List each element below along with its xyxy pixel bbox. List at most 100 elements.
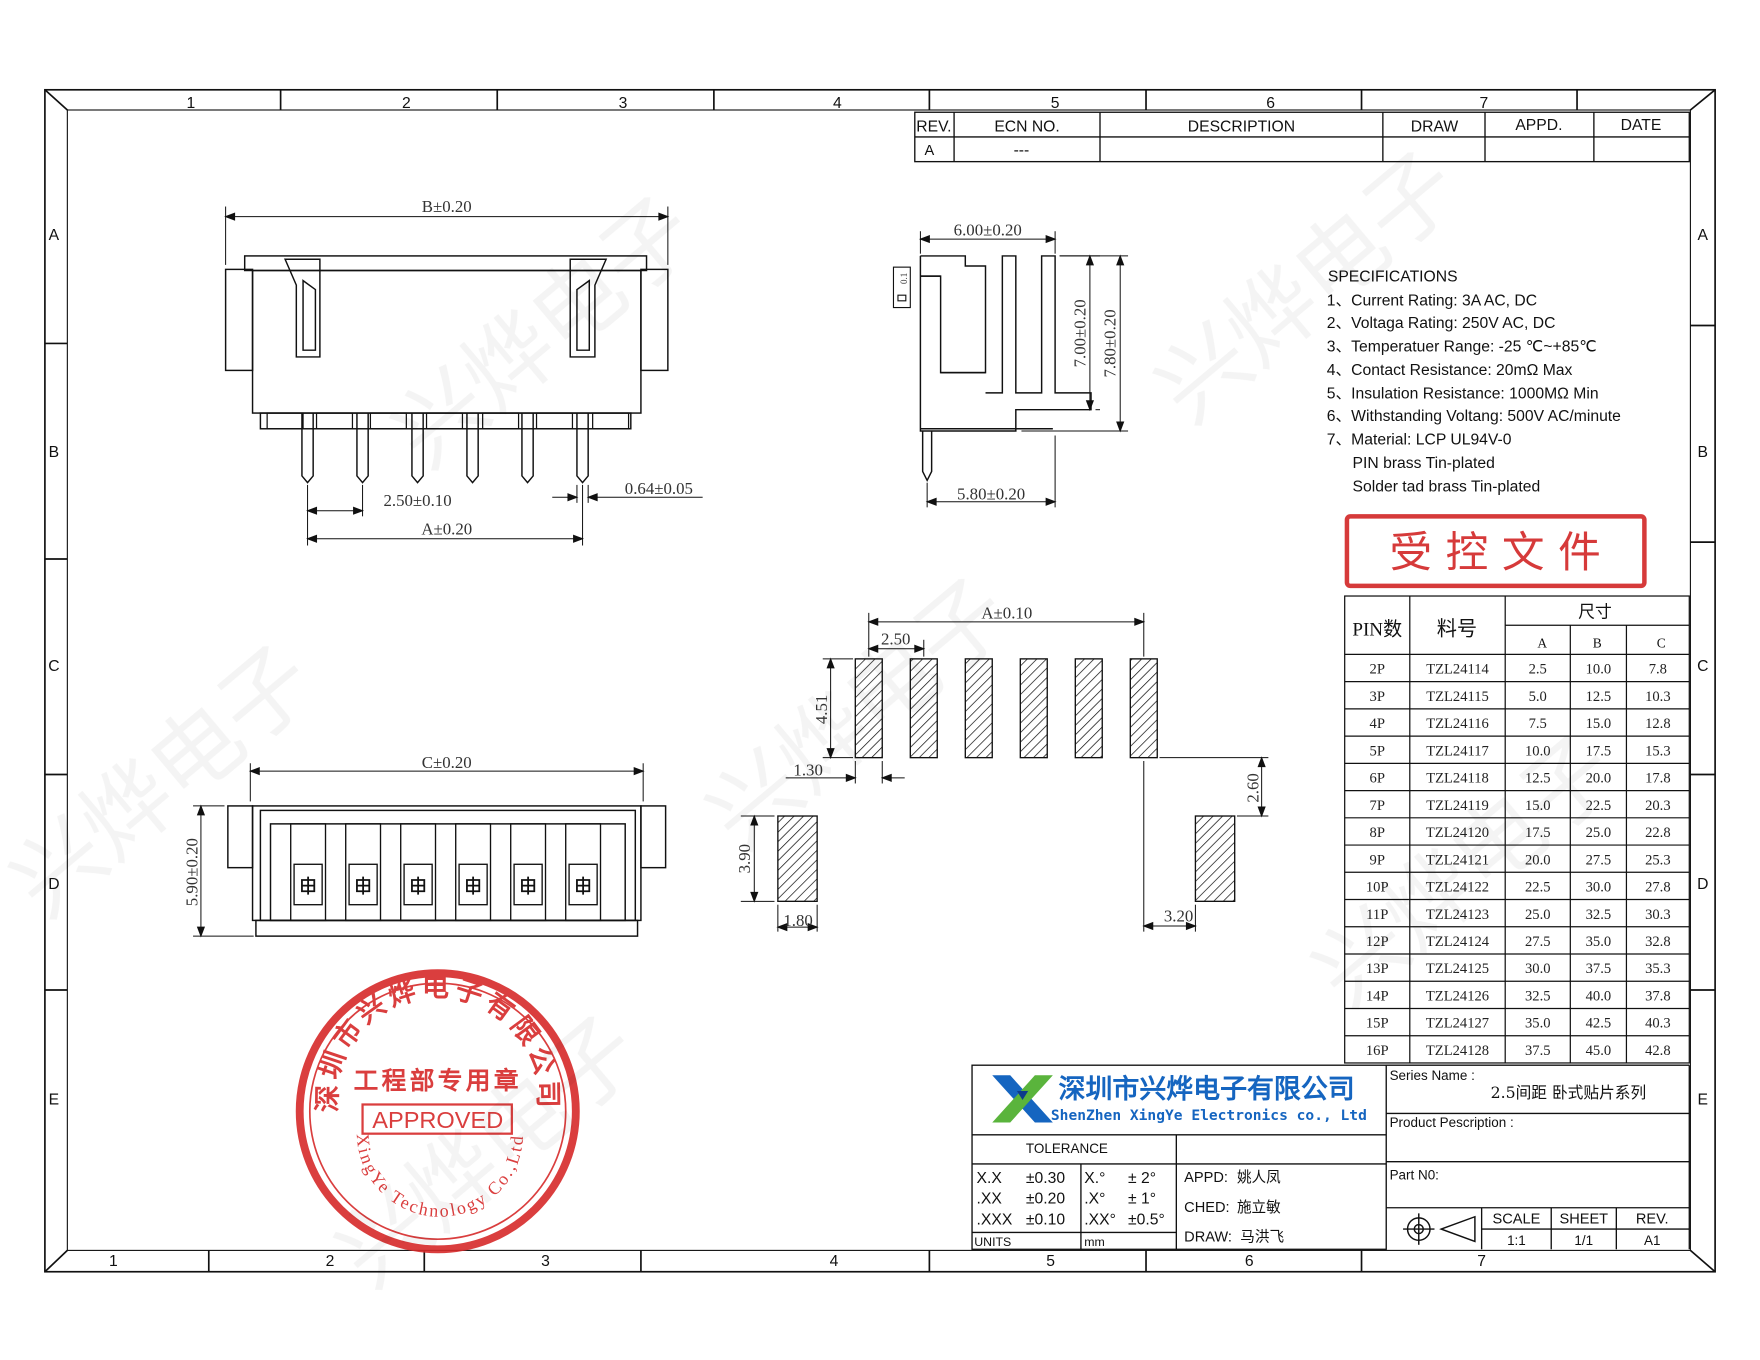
table-cell-size: 20.0 <box>1525 852 1551 868</box>
table-cell-part: TZL24121 <box>1426 852 1489 868</box>
table-cell-part: TZL24124 <box>1426 934 1490 950</box>
dim-pad-a: A±0.10 <box>981 603 1032 622</box>
controlled-document-stamp: 受 控 文 件 <box>1344 514 1647 589</box>
top-view <box>227 805 667 937</box>
row-label-left: E <box>49 1091 59 1108</box>
table-cell-pin: 14P <box>1366 988 1389 1004</box>
seal-dept: 工程部专用章 <box>354 1066 522 1095</box>
dim-side-note: 0.1 <box>899 273 909 284</box>
appd-label: APPD: <box>1184 1170 1228 1186</box>
table-cell-pin: 3P <box>1370 689 1385 705</box>
table-cell-size: 10.0 <box>1525 743 1551 759</box>
drawing-frame <box>44 88 1716 1273</box>
table-cell-pin: 9P <box>1370 852 1385 868</box>
col-label-bottom: 2 <box>326 1253 335 1270</box>
dim-pin-width: 0.64±0.05 <box>625 479 693 498</box>
table-cell-size: 7.5 <box>1529 716 1547 732</box>
table-cell-size: 35.0 <box>1525 1016 1551 1032</box>
col-label-bottom: 4 <box>830 1253 839 1270</box>
dim-pad-gap: 2.60 <box>1243 773 1262 802</box>
spec-line: 2、Voltaga Rating: 250V AC, DC <box>1327 315 1556 332</box>
ched-label: CHED: <box>1184 1200 1229 1216</box>
table-cell-size: 40.3 <box>1645 1016 1671 1032</box>
table-cell-part: TZL24123 <box>1426 907 1489 923</box>
table-cell-size: 15.0 <box>1525 798 1551 814</box>
table-cell-size: 20.3 <box>1645 798 1671 814</box>
tol-cell: ±0.20 <box>1026 1190 1065 1207</box>
table-header-size: 尺寸 <box>1578 602 1612 621</box>
table-cell-size: 40.0 <box>1586 988 1612 1004</box>
col-label-bottom: 1 <box>109 1253 118 1270</box>
table-cell-part: TZL24125 <box>1426 961 1489 977</box>
table-cell-size: 32.8 <box>1645 934 1671 950</box>
table-cell-part: TZL24128 <box>1426 1043 1489 1059</box>
spec-line: 4、Contact Resistance: 20mΩ Max <box>1327 362 1573 379</box>
front-view-labels: B±0.20 2.50±0.10 0.64±0.05 A±0.20 <box>383 197 692 538</box>
table-cell-size: 22.5 <box>1586 798 1612 814</box>
pad-dimensions <box>740 612 1269 932</box>
table-cell-size: 37.8 <box>1645 988 1671 1004</box>
table-cell-size: 2.5 <box>1529 662 1547 678</box>
tolerance-label: TOLERANCE <box>1026 1141 1108 1156</box>
svg-text:兴烨电子: 兴烨电子 <box>374 178 716 489</box>
grid-labels: 1 2 3 4 5 6 7 1 2 3 4 5 6 7 A B C D E A … <box>48 95 1708 1270</box>
table-cell-pin: 2P <box>1370 662 1385 678</box>
dim-side-base: 5.80±0.20 <box>957 484 1025 503</box>
tol-cell: ±0.5° <box>1128 1212 1165 1229</box>
table-cell-part: TZL24122 <box>1426 880 1489 896</box>
row-label-right: C <box>1697 658 1708 675</box>
col-label-bottom: 3 <box>541 1253 550 1270</box>
spec-line: 7、Material: LCP UL94V-0 <box>1327 431 1512 448</box>
col-label-top: 7 <box>1480 95 1489 112</box>
seal-approved: APPROVED <box>372 1107 503 1133</box>
table-cell-part: TZL24114 <box>1426 662 1489 678</box>
product-label: Product Pescription : <box>1390 1115 1514 1130</box>
table-cell-size: 25.0 <box>1525 907 1551 923</box>
ecn-value: --- <box>1014 142 1030 159</box>
company-name-en: ShenZhen XingYe Electronics co., Ltd <box>1051 1107 1367 1124</box>
table-cell-size: 22.8 <box>1645 825 1671 841</box>
table-cell-pin: 7P <box>1370 798 1385 814</box>
rev-value: A1 <box>1644 1233 1660 1248</box>
table-cell-size: 12.8 <box>1645 716 1671 732</box>
draw-label: DRAW: <box>1184 1229 1232 1245</box>
table-cell-pin: 11P <box>1366 907 1388 923</box>
series-label: Series Name : <box>1390 1068 1475 1083</box>
specifications: SPECIFICATIONS 1、Current Rating: 3A AC, … <box>1327 269 1621 496</box>
draw-name: 马洪飞 <box>1240 1228 1284 1245</box>
description-header: DESCRIPTION <box>1188 118 1295 135</box>
table-cell-size: 17.5 <box>1525 825 1551 841</box>
table-cell-size: 37.5 <box>1586 961 1612 977</box>
col-label-top: 5 <box>1051 95 1060 112</box>
table-cell-size: 32.5 <box>1586 907 1612 923</box>
dim-pad-w: 1.30 <box>793 761 822 780</box>
row-label-right: D <box>1697 876 1708 893</box>
title-block: 深圳市兴烨电子有限公司 ShenZhen XingYe Electronics … <box>971 1064 1690 1250</box>
table-cell-size: 15.0 <box>1586 716 1612 732</box>
table-cell-size: 45.0 <box>1586 1043 1612 1059</box>
dim-tab-w: 1.80 <box>783 911 812 930</box>
table-cell-size: 27.5 <box>1525 934 1551 950</box>
controlled-stamp-text: 受 控 文 件 <box>1389 528 1600 578</box>
table-cell-pin: 10P <box>1366 880 1389 896</box>
tol-cell: .X° <box>1084 1190 1105 1207</box>
table-cell-part: TZL24115 <box>1426 689 1489 705</box>
table-cell-pin: 5P <box>1370 743 1385 759</box>
scale-label: SCALE <box>1493 1211 1541 1227</box>
company-name-cn: 深圳市兴烨电子有限公司 <box>1059 1073 1355 1105</box>
table-cell-pin: 6P <box>1370 771 1385 787</box>
table-cell-size: 42.8 <box>1645 1043 1671 1059</box>
row-label-left: D <box>48 876 59 893</box>
dim-side-width: 6.00±0.20 <box>954 221 1022 240</box>
table-header-part: 料号 <box>1437 617 1477 640</box>
dim-side-h1: 7.00±0.20 <box>1070 299 1089 367</box>
table-cell-part: TZL24116 <box>1426 716 1489 732</box>
table-cell-size: 37.5 <box>1525 1043 1551 1059</box>
table-cell-size: 27.8 <box>1645 880 1671 896</box>
rev-header: REV. <box>916 118 951 135</box>
tol-cell: X.° <box>1084 1170 1105 1187</box>
table-cell-size: 15.3 <box>1645 743 1671 759</box>
dim-pitch: 2.50±0.10 <box>383 491 451 510</box>
row-label-right: A <box>1698 227 1709 244</box>
tol-cell: ±0.30 <box>1026 1170 1065 1187</box>
